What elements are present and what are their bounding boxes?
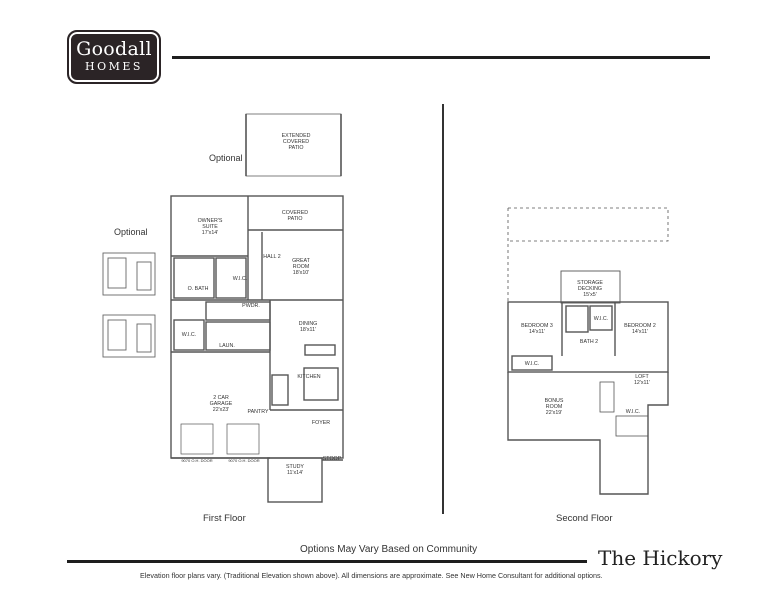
room-hall2: HALL 2 bbox=[263, 254, 281, 260]
logo-subtitle: HOMES bbox=[85, 60, 143, 73]
room-wic-b: W.I.C. bbox=[525, 361, 539, 367]
room-bed3-2: 14'x11' bbox=[529, 329, 545, 335]
room-kitchen: KITCHEN bbox=[297, 374, 320, 380]
footer-rule bbox=[67, 560, 587, 563]
room-pwdr: PWDR. bbox=[242, 303, 260, 309]
room-bath2: BATH 2 bbox=[580, 339, 598, 345]
room-ext-patio-2: COVERED bbox=[283, 139, 309, 145]
room-great-1: GREAT bbox=[292, 258, 311, 264]
room-garage-1: 2 CAR bbox=[213, 395, 229, 401]
room-loft-2: 12'x11' bbox=[634, 380, 650, 386]
room-wic-a: W.I.C. bbox=[594, 316, 608, 322]
first-floor-label: First Floor bbox=[203, 513, 246, 524]
room-foyer: FOYER bbox=[312, 420, 330, 426]
header-rule bbox=[172, 56, 710, 59]
room-storage-3: 15'x5' bbox=[583, 292, 597, 298]
room-laun: LAUN. bbox=[219, 343, 235, 349]
room-ext-patio-3: PATIO bbox=[288, 145, 303, 151]
room-bed3-1: BEDROOM 3 bbox=[521, 323, 553, 329]
room-ext-patio-1: EXTENDED bbox=[282, 133, 311, 139]
room-great-2: ROOM bbox=[293, 264, 309, 270]
room-bed2-2: 14'x11' bbox=[632, 329, 648, 335]
room-garage-2: GARAGE bbox=[210, 401, 233, 407]
room-garage-3: 22'x23' bbox=[213, 407, 229, 413]
garage-door-1: 9070 O.H. DOOR bbox=[181, 458, 212, 463]
room-loft-1: LOFT bbox=[635, 374, 649, 380]
room-study-1: STUDY bbox=[286, 464, 304, 470]
room-wic2: W.I.C. bbox=[182, 332, 196, 338]
goodall-homes-logo: Goodall HOMES bbox=[67, 30, 161, 84]
optional-label-bath: Optional bbox=[114, 227, 148, 237]
room-owners-2: SUITE bbox=[202, 224, 218, 230]
room-bonus-2: ROOM bbox=[546, 404, 562, 410]
second-floor-label: Second Floor bbox=[556, 513, 613, 524]
room-obath: O. BATH bbox=[188, 286, 209, 292]
logo-wordmark: Goodall bbox=[76, 38, 152, 60]
room-study-2: 11'x14' bbox=[287, 470, 303, 476]
room-storage-1: STORAGE bbox=[577, 280, 603, 286]
room-storage-2: DECKING bbox=[578, 286, 602, 292]
disclaimer-text: Elevation floor plans vary. (Traditional… bbox=[140, 571, 603, 580]
room-cov-patio-1: COVERED bbox=[282, 210, 308, 216]
options-note: Options May Vary Based on Community bbox=[300, 544, 478, 555]
plan-title: The Hickory bbox=[598, 546, 723, 570]
room-bonus-1: BONUS bbox=[545, 398, 564, 404]
room-cov-patio-2: PATIO bbox=[287, 216, 302, 222]
room-wic: W.I.C. bbox=[233, 276, 247, 282]
room-dining-2: 18'x11' bbox=[300, 327, 316, 333]
room-bonus-3: 22'x19' bbox=[546, 410, 562, 416]
room-bed2-1: BEDROOM 2 bbox=[624, 323, 656, 329]
room-wic-c: W.I.C. bbox=[626, 409, 640, 415]
garage-door-2: 9070 O.H. DOOR bbox=[228, 458, 259, 463]
room-pantry: PANTRY bbox=[248, 409, 269, 415]
room-owners-3: 17'x14' bbox=[202, 230, 218, 236]
room-owners-1: OWNER'S bbox=[198, 218, 223, 224]
room-dining-1: DINING bbox=[299, 321, 318, 327]
optional-label-patio: Optional bbox=[209, 153, 243, 163]
floor-divider bbox=[442, 104, 444, 514]
room-stoop: STOOP bbox=[323, 456, 342, 462]
room-great-3: 18'x10' bbox=[293, 270, 309, 276]
